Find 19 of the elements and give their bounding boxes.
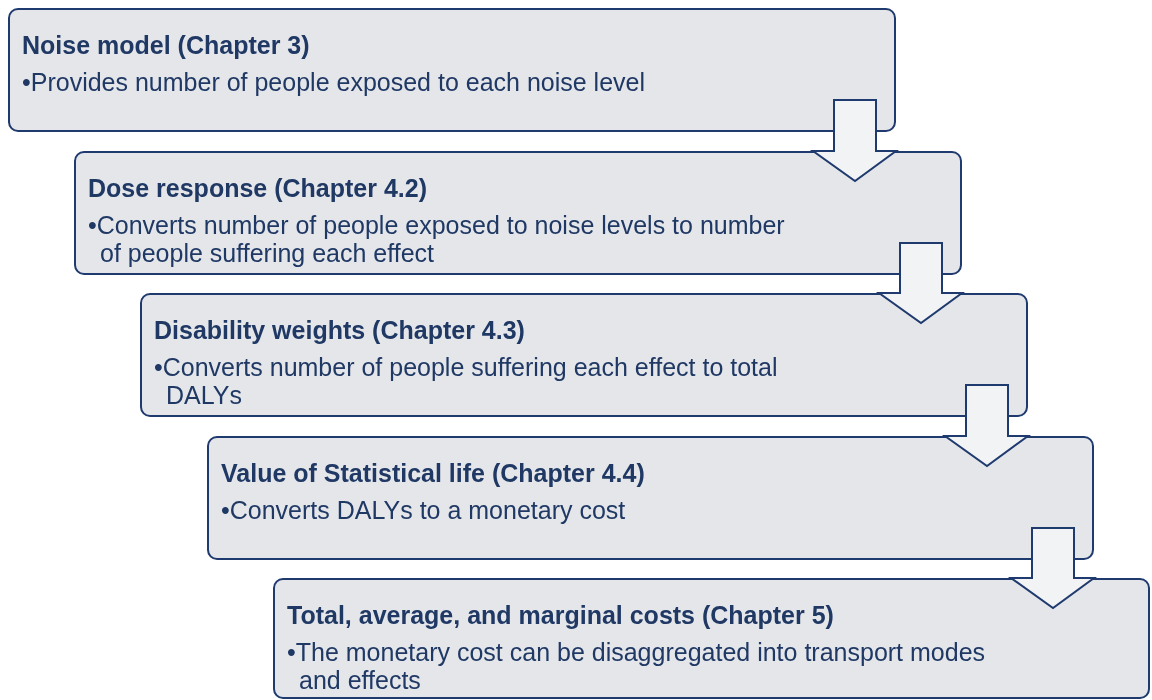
bullet-text: •The monetary cost can be disaggregated into transport modes and effects	[287, 638, 987, 694]
bullet-text: •Converts number of people suffering each effect to total DALYs	[154, 353, 779, 409]
block-arrow	[875, 242, 966, 325]
process-box	[74, 151, 962, 275]
bullet-text: •Provides number of people exposed to each noise level	[22, 68, 646, 96]
block-arrow	[1007, 527, 1098, 610]
process-box	[140, 293, 1028, 417]
step-title: Dose response (Chapter 4.2)	[88, 173, 427, 203]
process-box	[273, 578, 1150, 699]
block-arrow	[809, 99, 900, 183]
process-box	[8, 8, 896, 132]
block-arrow	[941, 384, 1032, 468]
step-title: Value of Statistical life (Chapter 4.4)	[221, 458, 645, 488]
bullet-text: •Converts DALYs to a monetary cost	[221, 496, 626, 524]
process-box	[207, 436, 1094, 560]
bullet-text: •Converts number of people exposed to noise levels to number of people suffering each effect	[88, 211, 786, 267]
step-title: Disability weights (Chapter 4.3)	[154, 315, 525, 345]
step-title: Noise model (Chapter 3)	[22, 30, 310, 60]
step-title: Total, average, and marginal costs (Chapter 5)	[287, 600, 834, 630]
